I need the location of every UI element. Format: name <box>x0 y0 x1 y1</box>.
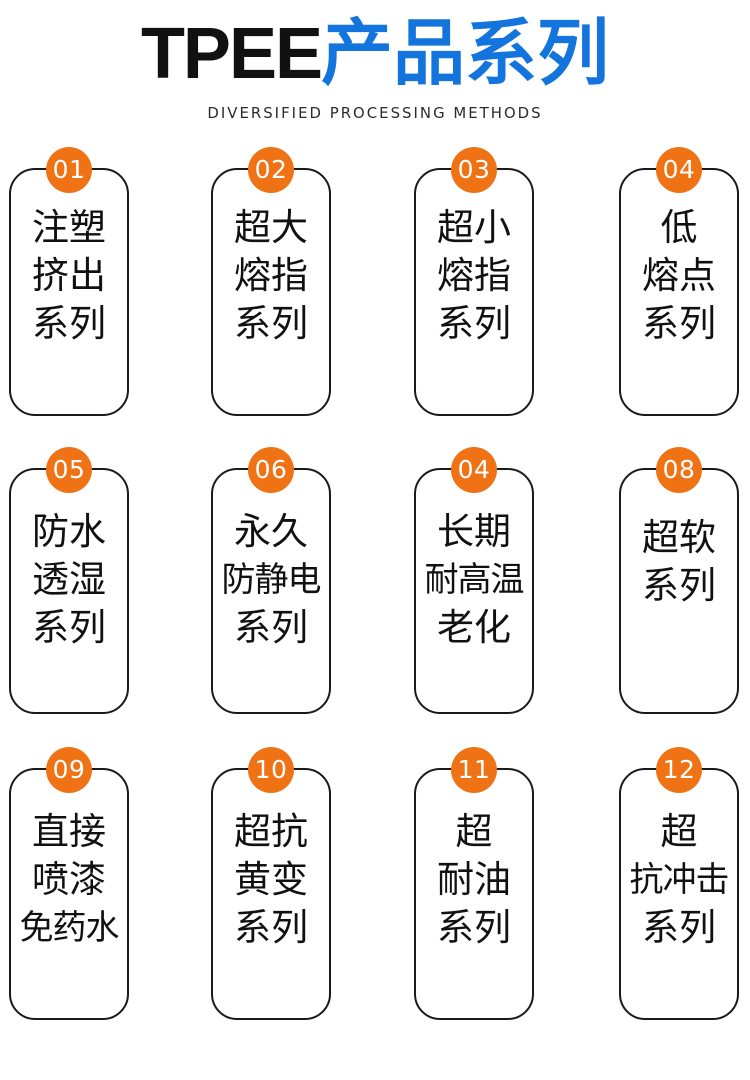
product-card-10[interactable]: 10 超抗 黄变 系列 <box>211 747 333 1020</box>
title-chinese: 产品系列 <box>321 14 610 94</box>
card-label: 超小 熔指 系列 <box>416 170 532 348</box>
title-english: TPEE <box>140 14 323 94</box>
card-number-badge: 03 <box>451 147 497 193</box>
card-label-line: 抗冲击 <box>629 861 730 899</box>
product-card-08[interactable]: 08 超软 系列 <box>619 447 741 714</box>
card-label: 长期 耐高温 老化 <box>416 470 532 652</box>
product-card-07[interactable]: 04 长期 耐高温 老化 <box>414 447 536 714</box>
card-number-badge: 05 <box>46 447 92 493</box>
card-label: 超 耐油 系列 <box>416 770 532 952</box>
card-number-badge: 11 <box>451 747 497 793</box>
card-label-line: 免药水 <box>19 909 120 947</box>
product-card-04[interactable]: 04 低 熔点 系列 <box>619 147 741 416</box>
card-label-line: 注塑 <box>32 207 106 248</box>
card-label: 超 抗冲击 系列 <box>621 770 737 952</box>
card-label-line: 系列 <box>234 907 308 948</box>
card-label-line: 熔指 <box>234 255 308 296</box>
card-label-line: 长期 <box>437 511 511 552</box>
card-number-badge: 04 <box>656 147 702 193</box>
card-label-line: 熔点 <box>642 255 716 296</box>
card-label-line: 永久 <box>234 511 308 552</box>
card-label: 超软 系列 <box>621 470 737 610</box>
product-card-02[interactable]: 02 超大 熔指 系列 <box>211 147 333 416</box>
card-label-line: 低 <box>660 207 698 248</box>
product-card-05[interactable]: 05 防水 透湿 系列 <box>9 447 131 714</box>
page-subtitle: DIVERSIFIED PROCESSING METHODS <box>207 104 543 122</box>
card-label-line: 直接 <box>32 811 106 852</box>
card-label: 防水 透湿 系列 <box>11 470 127 652</box>
card-label-line: 黄变 <box>234 859 308 900</box>
card-label-line: 挤出 <box>32 255 106 296</box>
card-label-line: 系列 <box>437 303 511 344</box>
card-label-line: 老化 <box>437 607 511 648</box>
card-label-line: 系列 <box>642 907 716 948</box>
card-label-line: 系列 <box>642 303 716 344</box>
card-label-line: 超 <box>660 811 698 852</box>
card-number-badge: 04 <box>451 447 497 493</box>
card-number-badge: 12 <box>656 747 702 793</box>
card-label-line: 超小 <box>437 207 511 248</box>
grid-row-3: 09 直接 喷漆 免药水 10 超抗 黄变 系列 11 <box>0 747 750 1068</box>
card-label: 超大 熔指 系列 <box>213 170 329 348</box>
product-card-01[interactable]: 01 注塑 挤出 系列 <box>9 147 131 416</box>
card-label-line: 熔指 <box>437 255 511 296</box>
card-number-badge: 06 <box>248 447 294 493</box>
product-card-11[interactable]: 11 超 耐油 系列 <box>414 747 536 1020</box>
card-label-line: 喷漆 <box>32 859 106 900</box>
product-card-09[interactable]: 09 直接 喷漆 免药水 <box>9 747 131 1020</box>
grid-row-1: 01 注塑 挤出 系列 02 超大 熔指 系列 03 <box>0 147 750 468</box>
card-number-badge: 08 <box>656 447 702 493</box>
card-number-badge: 10 <box>248 747 294 793</box>
card-label-line: 防水 <box>32 511 106 552</box>
card-number-badge: 09 <box>46 747 92 793</box>
page-header: TPEE产品系列 DIVERSIFIED PROCESSING METHODS <box>0 0 750 122</box>
product-card-06[interactable]: 06 永久 防静电 系列 <box>211 447 333 714</box>
card-label: 注塑 挤出 系列 <box>11 170 127 348</box>
card-label: 超抗 黄变 系列 <box>213 770 329 952</box>
card-label-line: 耐高温 <box>424 561 525 599</box>
card-label: 永久 防静电 系列 <box>213 470 329 652</box>
card-label-line: 超抗 <box>234 811 308 852</box>
card-label-line: 超大 <box>234 207 308 248</box>
product-card-03[interactable]: 03 超小 熔指 系列 <box>414 147 536 416</box>
card-number-badge: 02 <box>248 147 294 193</box>
card-label-line: 透湿 <box>32 559 106 600</box>
product-card-12[interactable]: 12 超 抗冲击 系列 <box>619 747 741 1020</box>
card-label-line: 防静电 <box>221 561 322 599</box>
card-label-line: 系列 <box>234 607 308 648</box>
product-series-grid: 01 注塑 挤出 系列 02 超大 熔指 系列 03 <box>0 147 750 1068</box>
card-label-line: 系列 <box>32 303 106 344</box>
card-label-line: 系列 <box>437 907 511 948</box>
card-label-line: 耐油 <box>437 859 511 900</box>
card-label: 直接 喷漆 免药水 <box>11 770 127 952</box>
card-number-badge: 01 <box>46 147 92 193</box>
card-label-line: 系列 <box>642 565 716 606</box>
card-label-line: 系列 <box>234 303 308 344</box>
grid-row-2: 05 防水 透湿 系列 06 永久 防静电 系列 04 <box>0 447 750 768</box>
card-label-line: 系列 <box>32 607 106 648</box>
card-label: 低 熔点 系列 <box>621 170 737 348</box>
card-label-line: 超 <box>455 811 493 852</box>
page-title: TPEE产品系列 <box>0 18 750 90</box>
card-label-line: 超软 <box>642 517 716 558</box>
